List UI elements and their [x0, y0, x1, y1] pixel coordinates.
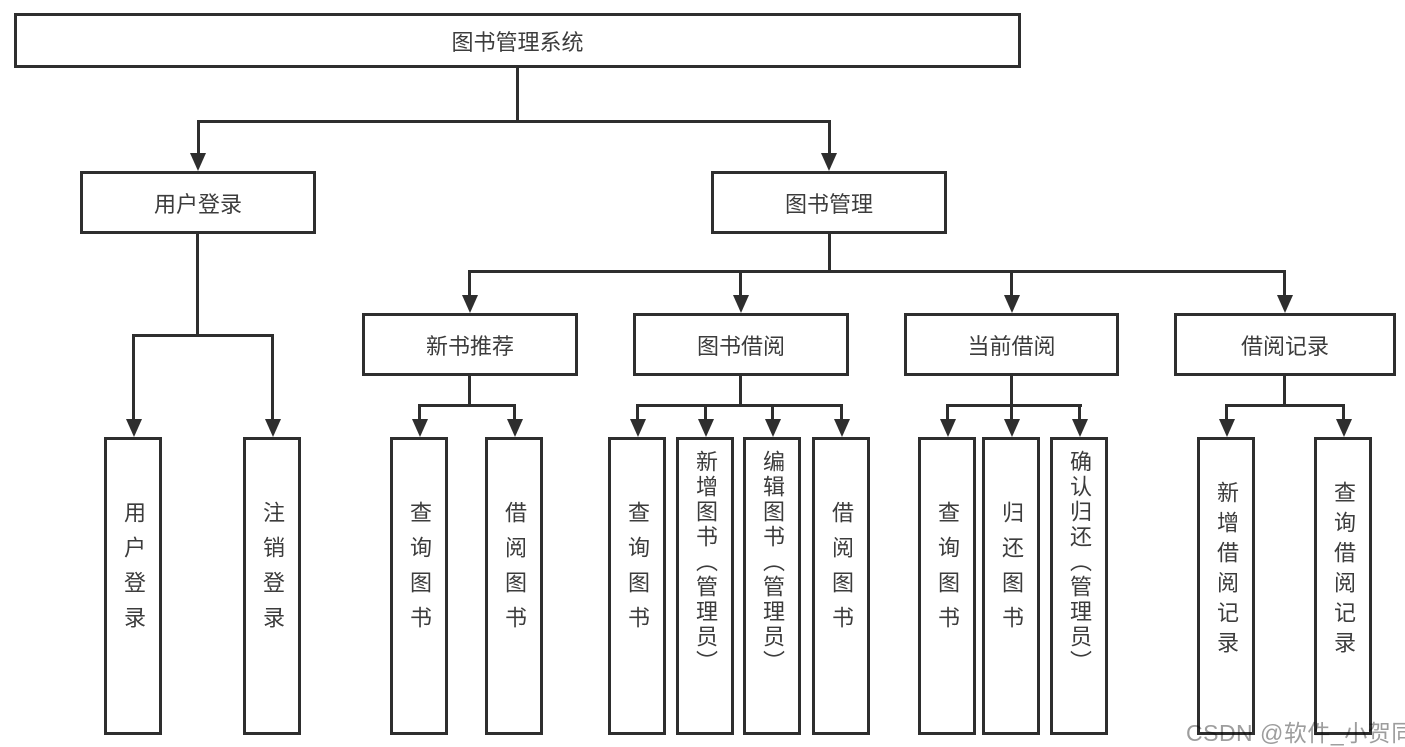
node-label: 用户登录: [121, 501, 146, 641]
connector-line: [946, 404, 949, 421]
node-confirm-return-admin: 确认归还（管理员）: [1050, 437, 1108, 735]
connector-line: [828, 120, 831, 155]
node-label: 图书管理: [784, 191, 873, 217]
node-logout-leaf: 注销登录: [243, 437, 301, 735]
node-label: 借阅图书: [829, 501, 854, 641]
connector-line: [418, 404, 421, 421]
node-label: 新增借阅记录: [1214, 481, 1239, 661]
connector-line: [418, 404, 516, 407]
node-label: 查询图书: [625, 501, 650, 641]
connector-line: [1225, 404, 1345, 407]
connector-line: [468, 270, 1283, 273]
node-label: 当前借阅: [967, 333, 1056, 359]
node-user-login: 用户登录: [80, 171, 316, 234]
connector-line: [196, 234, 199, 337]
node-book-borrowing: 图书借阅: [633, 313, 849, 376]
arrow-down-icon: [126, 419, 142, 437]
connector-line: [636, 404, 842, 407]
arrow-down-icon: [462, 295, 478, 313]
node-new-book-recommend: 新书推荐: [362, 313, 578, 376]
connector-line: [132, 334, 274, 337]
arrow-down-icon: [1004, 419, 1020, 437]
node-label: 注销登录: [260, 501, 285, 641]
connector-line: [1342, 404, 1345, 421]
connector-line: [828, 234, 831, 273]
connector-line: [636, 404, 639, 421]
connector-line: [739, 270, 742, 297]
connector-line: [1283, 376, 1286, 406]
node-user-login-leaf: 用户登录: [104, 437, 162, 735]
arrow-down-icon: [412, 419, 428, 437]
connector-line: [197, 120, 200, 155]
arrow-down-icon: [1072, 419, 1088, 437]
node-current-borrowing: 当前借阅: [904, 313, 1119, 376]
node-label: 编辑图书（管理员）: [760, 450, 785, 675]
node-borrow-book-borrowing: 借阅图书: [812, 437, 870, 735]
connector-line: [1078, 404, 1081, 421]
arrow-down-icon: [1219, 419, 1235, 437]
node-query-book-current: 查询图书: [918, 437, 976, 735]
arrow-down-icon: [630, 419, 646, 437]
arrow-down-icon: [1004, 295, 1020, 313]
node-query-book-recommend: 查询图书: [390, 437, 448, 735]
node-add-book-admin: 新增图书（管理员）: [676, 437, 734, 735]
arrow-down-icon: [821, 153, 837, 171]
arrow-down-icon: [1277, 295, 1293, 313]
connector-line: [1225, 404, 1228, 421]
node-label: 借阅记录: [1240, 333, 1329, 359]
connector-line: [468, 270, 471, 297]
arrow-down-icon: [733, 295, 749, 313]
connector-line: [516, 66, 519, 122]
node-query-borrow-record: 查询借阅记录: [1314, 437, 1372, 735]
node-label: 新书推荐: [425, 333, 514, 359]
connector-line: [771, 404, 774, 421]
node-query-book-borrowing: 查询图书: [608, 437, 666, 735]
node-label: 确认归还（管理员）: [1067, 450, 1092, 675]
connector-line: [1283, 270, 1286, 297]
node-return-book: 归还图书: [982, 437, 1040, 735]
arrow-down-icon: [265, 419, 281, 437]
node-library-management-system: 图书管理系统: [14, 13, 1021, 68]
connector-line: [1010, 376, 1013, 406]
connector-line: [197, 120, 831, 123]
connector-line: [946, 404, 1082, 407]
connector-line: [704, 404, 707, 421]
arrow-down-icon: [698, 419, 714, 437]
node-label: 查询图书: [407, 501, 432, 641]
connector-line: [840, 404, 843, 421]
connector-line: [271, 334, 274, 421]
connector-line: [739, 376, 742, 406]
node-label: 归还图书: [999, 501, 1024, 641]
connector-line: [1010, 404, 1013, 421]
arrow-down-icon: [940, 419, 956, 437]
arrow-down-icon: [1336, 419, 1352, 437]
connector-line: [132, 334, 135, 421]
connector-line: [1010, 270, 1013, 297]
arrow-down-icon: [765, 419, 781, 437]
node-borrow-records: 借阅记录: [1174, 313, 1396, 376]
csdn-watermark: CSDN @软件_小贺同学: [1186, 720, 1405, 746]
node-label: 图书借阅: [696, 333, 785, 359]
connector-line: [468, 376, 471, 406]
node-edit-book-admin: 编辑图书（管理员）: [743, 437, 801, 735]
node-borrow-book-recommend: 借阅图书: [485, 437, 543, 735]
arrow-down-icon: [834, 419, 850, 437]
node-book-management: 图书管理: [711, 171, 947, 234]
node-label: 查询借阅记录: [1331, 481, 1356, 661]
node-label: 图书管理系统: [451, 29, 584, 55]
connector-line: [513, 404, 516, 421]
arrow-down-icon: [190, 153, 206, 171]
node-label: 借阅图书: [502, 501, 527, 641]
arrow-down-icon: [507, 419, 523, 437]
node-label: 新增图书（管理员）: [693, 450, 718, 675]
node-add-borrow-record: 新增借阅记录: [1197, 437, 1255, 735]
node-label: 查询图书: [935, 501, 960, 641]
node-label: 用户登录: [153, 191, 242, 217]
